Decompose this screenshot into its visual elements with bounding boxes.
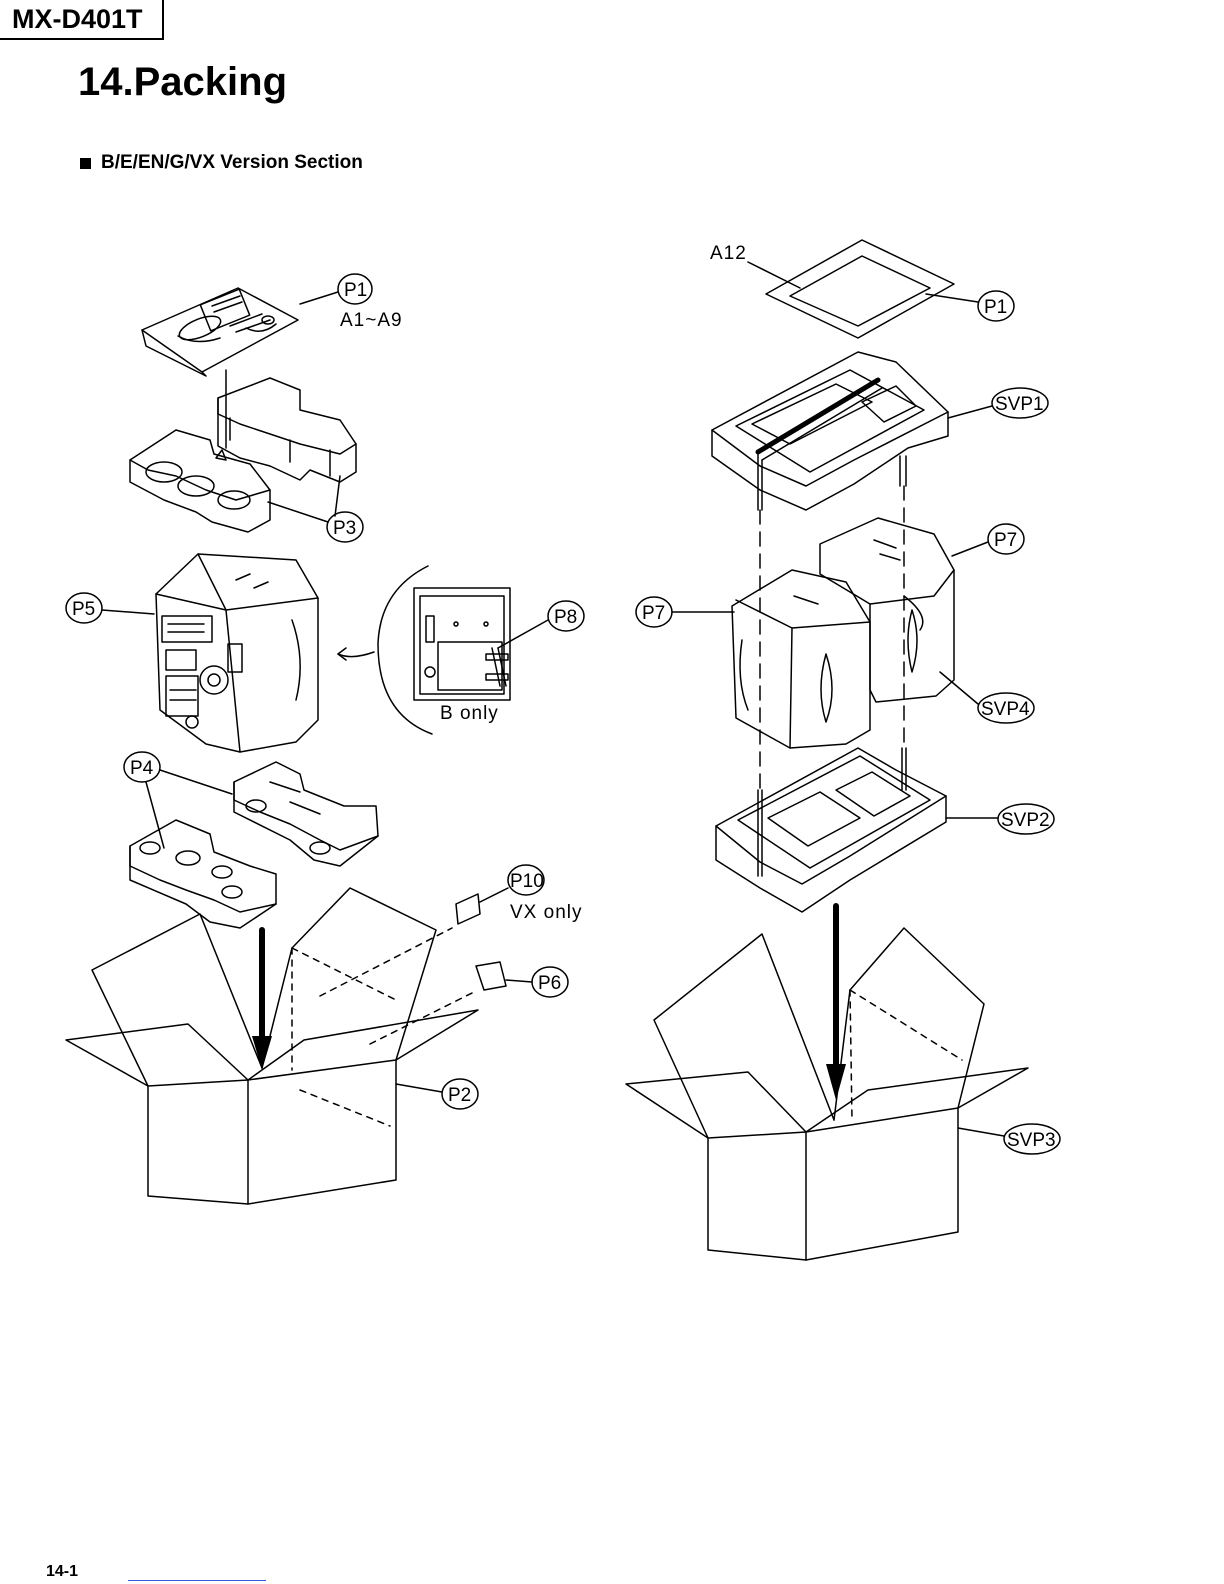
callout-p6: P6	[538, 973, 561, 994]
callout-p1-left: P1	[344, 280, 367, 301]
carton-p2	[66, 888, 478, 1204]
callout-a1-a9: A1~A9	[340, 310, 403, 331]
callout-p1-right: P1	[984, 297, 1007, 318]
callout-p4: P4	[130, 758, 154, 779]
callout-p10: P10	[510, 871, 544, 892]
down-arrow-icon	[826, 906, 846, 1100]
callout-svp1: SVP1	[995, 394, 1044, 415]
page-number: 14-1	[46, 1563, 78, 1581]
speaker-right	[820, 518, 954, 702]
callout-p8: P8	[554, 607, 577, 628]
callout-a12: A12	[710, 243, 747, 264]
note-b-only: B only	[440, 703, 499, 724]
foam-bottom-svp2	[716, 748, 946, 912]
callout-p7-left: P7	[642, 603, 665, 624]
left-callouts	[66, 274, 584, 1109]
foam-cushion-p4	[130, 762, 378, 928]
callout-p2: P2	[448, 1085, 471, 1106]
instruction-sheet	[748, 240, 954, 338]
main-unit	[156, 554, 318, 752]
callout-p3: P3	[333, 518, 356, 539]
footer-link-rule	[128, 1580, 266, 1581]
speaker-left	[732, 570, 870, 748]
label-sheets	[456, 894, 506, 990]
callout-svp2: SVP2	[1001, 810, 1050, 831]
carton-svp3	[626, 928, 1028, 1260]
callout-svp4: SVP4	[981, 699, 1030, 720]
callout-p5: P5	[72, 599, 95, 620]
foam-top-svp1	[712, 352, 948, 510]
note-vx-only: VX only	[510, 902, 582, 923]
callout-svp3: SVP3	[1007, 1130, 1056, 1151]
right-callouts	[636, 291, 1060, 1154]
callout-p7-right: P7	[994, 530, 1017, 551]
foam-cushion-p3	[130, 378, 356, 532]
accessory-bag	[142, 288, 298, 376]
